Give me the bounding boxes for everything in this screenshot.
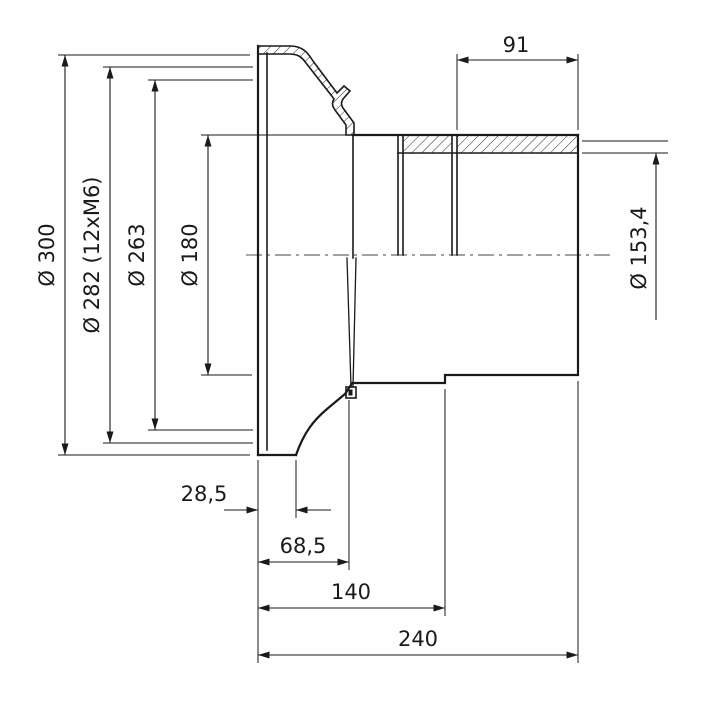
lower-profile bbox=[294, 133, 580, 457]
dim-label-dia-300: Ø 300 bbox=[35, 223, 59, 286]
clip-detail-insert bbox=[348, 389, 353, 396]
dim-label-dia-180: Ø 180 bbox=[178, 223, 202, 286]
dim-label-91: 91 bbox=[503, 33, 530, 57]
extension-lines bbox=[58, 54, 668, 663]
dim-label-dia-282: Ø 282 (12xM6) bbox=[80, 177, 104, 334]
dimension-lines bbox=[61, 55, 660, 659]
clip-detail bbox=[345, 386, 357, 399]
dim-label-dia-153-4: Ø 153,4 bbox=[627, 206, 651, 289]
taper-line-1 bbox=[346, 257, 352, 388]
dim-label-68-5: 68,5 bbox=[280, 534, 327, 558]
dim-label-240: 240 bbox=[398, 627, 438, 651]
taper-line-2 bbox=[352, 257, 357, 388]
cover-section-hatched bbox=[257, 45, 355, 136]
dim-label-28-5: 28,5 bbox=[181, 482, 228, 506]
dim-label-140: 140 bbox=[331, 580, 371, 604]
thread-wall-hatch-left bbox=[403, 135, 452, 153]
part-geometry bbox=[246, 44, 610, 457]
dimension-labels: Ø 300 Ø 282 (12xM6) Ø 263 Ø 180 Ø 153,4 … bbox=[35, 33, 651, 651]
thread-wall-hatch-right bbox=[457, 135, 578, 153]
dim-label-dia-263: Ø 263 bbox=[125, 223, 149, 286]
